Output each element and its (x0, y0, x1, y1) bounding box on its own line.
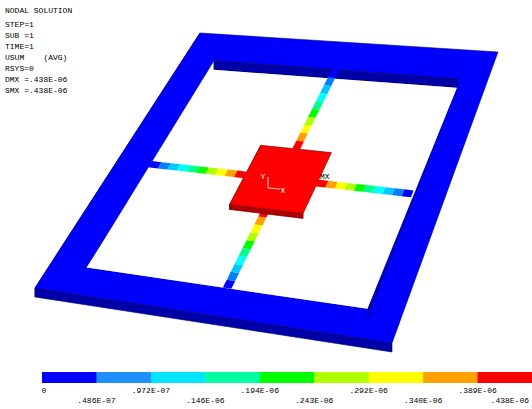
plot-title: NODAL SOLUTION (5, 6, 72, 15)
beam (254, 216, 266, 225)
contour-band (314, 372, 369, 383)
beam (324, 77, 335, 86)
legend-value: .243E-06 (295, 396, 333, 405)
legend-value: .389E-06 (458, 386, 496, 395)
beam (312, 101, 323, 110)
step-info: STEP=1 (5, 20, 34, 29)
beam (320, 85, 331, 94)
legend-value: .340E-06 (404, 396, 442, 405)
beam (247, 232, 259, 241)
beam (227, 272, 239, 281)
beam (292, 141, 304, 150)
frame-opening (87, 61, 457, 309)
legend-value: .292E-06 (349, 386, 387, 395)
contour-band (96, 372, 151, 383)
beam (328, 70, 339, 79)
contour-band (42, 372, 97, 383)
frame-top (35, 33, 498, 343)
substep-info: SUB =1 (5, 31, 34, 40)
beam (304, 117, 315, 126)
legend-value: .146E-06 (186, 396, 224, 405)
contour-band (151, 372, 206, 383)
contour-band (260, 372, 315, 383)
max-marker: MX (320, 172, 330, 181)
legend-value: .194E-06 (241, 386, 279, 395)
frame-opening (87, 70, 457, 309)
legend-value: 0 (42, 386, 47, 395)
beam (316, 93, 327, 102)
contour-band (423, 372, 478, 383)
proof-mass (230, 145, 332, 213)
beam (300, 125, 312, 134)
beam (308, 109, 320, 118)
beam (296, 133, 308, 142)
axis-line (268, 177, 269, 188)
beam (243, 240, 255, 249)
axis-line (268, 188, 280, 189)
beam (239, 248, 251, 257)
axis-label: Y (261, 172, 266, 181)
beam (223, 280, 235, 289)
max-displacement: DMX =.438E-06 (5, 75, 67, 84)
max-value: SMX =.438E-06 (5, 86, 67, 95)
legend-value: .438E-06 (491, 396, 529, 405)
beam (235, 256, 247, 265)
beam (231, 264, 243, 273)
contour-band (478, 372, 532, 383)
beam (251, 224, 263, 233)
coord-system: RSYS=0 (5, 64, 34, 73)
legend-value: .486E-07 (77, 396, 115, 405)
legend-value: .972E-07 (132, 386, 170, 395)
contour-band (205, 372, 260, 383)
axis-label: X (281, 186, 286, 195)
result-type: USUM (AVG) (5, 53, 67, 62)
time-info: TIME=1 (5, 42, 34, 51)
contour-band (369, 372, 424, 383)
